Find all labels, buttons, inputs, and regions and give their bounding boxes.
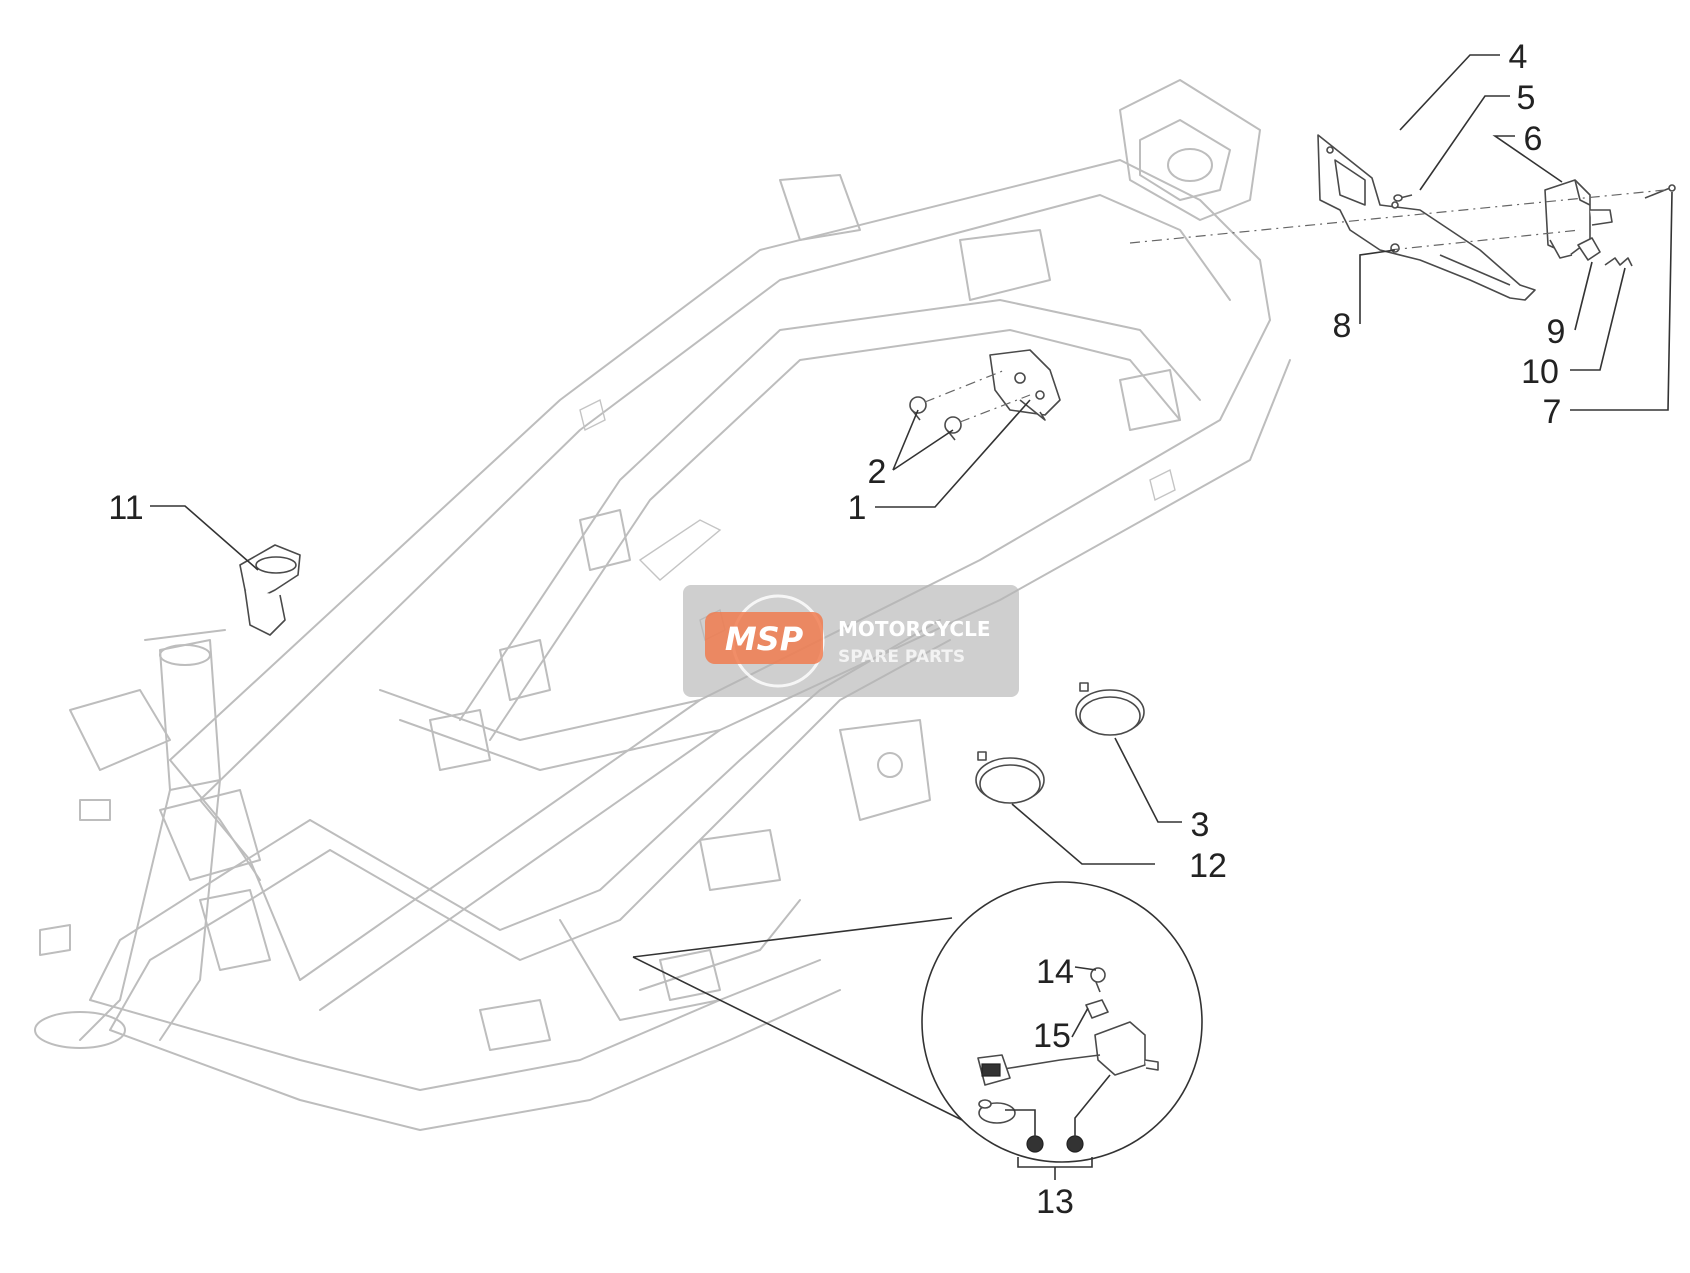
callout-13: 13	[1036, 1183, 1074, 1221]
detail-inset	[632, 881, 1203, 1180]
leader-lines	[150, 54, 1673, 1038]
part-10-spring	[1604, 257, 1633, 267]
part-5-screw	[1393, 194, 1413, 202]
part-4-bracket	[1317, 134, 1536, 301]
part-3-clamp	[1075, 682, 1145, 736]
callout-10: 10	[1521, 353, 1559, 391]
watermark: MSP MOTORCYCLE SPARE PARTS	[683, 585, 1019, 697]
part-12-clamp	[975, 751, 1045, 804]
part-13-relay-kit	[977, 1021, 1159, 1180]
callout-8: 8	[1333, 307, 1352, 345]
watermark-line2: SPARE PARTS	[838, 647, 965, 667]
assembly-axis	[1129, 189, 1666, 244]
callout-6: 6	[1524, 120, 1543, 158]
part-14-screw	[1090, 967, 1106, 993]
watermark-logo-badge	[705, 612, 823, 664]
scooter-frame	[34, 79, 1291, 1131]
callout-7: 7	[1543, 393, 1562, 431]
callout-labels: 1 2 3 4 5 6 7 8 9 10 11 12 13 14 15	[108, 38, 1565, 1221]
callout-14: 14	[1036, 953, 1074, 991]
part-2-screws	[909, 369, 1031, 441]
callout-15: 15	[1033, 1017, 1071, 1055]
part-7-pin	[1644, 184, 1676, 199]
callout-9: 9	[1547, 313, 1566, 351]
watermark-logo: MSP	[725, 620, 804, 658]
callout-2: 2	[868, 453, 887, 491]
callout-3: 3	[1191, 806, 1210, 844]
callout-4: 4	[1509, 38, 1528, 76]
part-6-lock-actuator	[1544, 179, 1613, 259]
part-15-nut	[1085, 999, 1109, 1019]
callout-5: 5	[1517, 79, 1536, 117]
callout-12: 12	[1189, 847, 1227, 885]
part-1-latch-plate	[989, 349, 1061, 421]
part-11-ignition-switch	[239, 544, 301, 636]
callout-1: 1	[848, 489, 867, 527]
callout-11: 11	[108, 489, 143, 527]
part-9-cap	[1577, 237, 1601, 261]
watermark-line1: MOTORCYCLE	[838, 617, 990, 641]
